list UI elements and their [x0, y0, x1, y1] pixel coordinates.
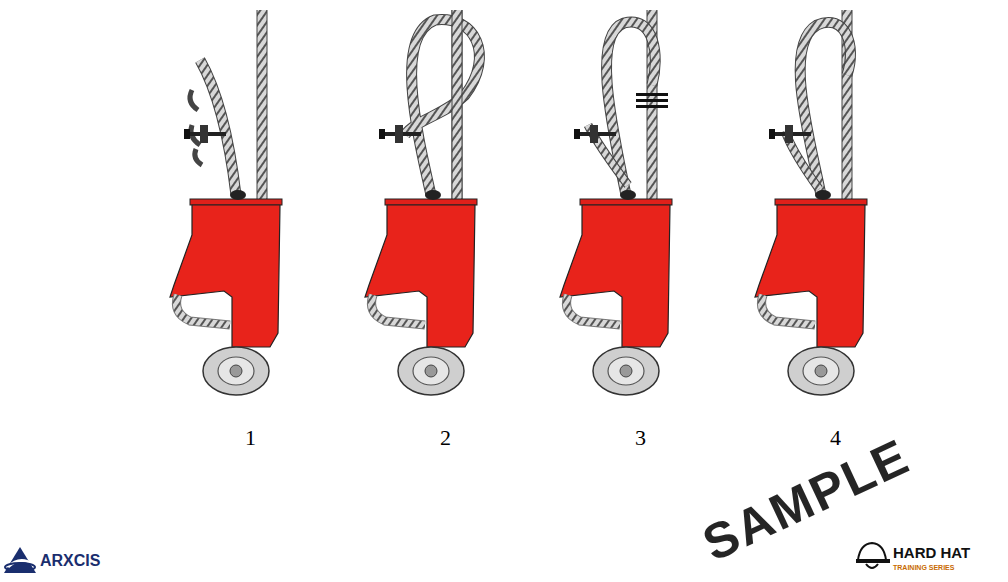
watermark: SAMPLE: [696, 431, 917, 569]
callout-number: 1: [245, 427, 256, 449]
brand-logo-text: HARD HAT: [893, 545, 970, 560]
callout-number: 2: [440, 427, 451, 449]
callout-number: 3: [635, 427, 646, 449]
callout-number: 4: [830, 427, 841, 449]
brand-tagline: TRAINING SERIES: [893, 564, 954, 571]
company-logo-text: ARXCIS: [40, 553, 100, 569]
